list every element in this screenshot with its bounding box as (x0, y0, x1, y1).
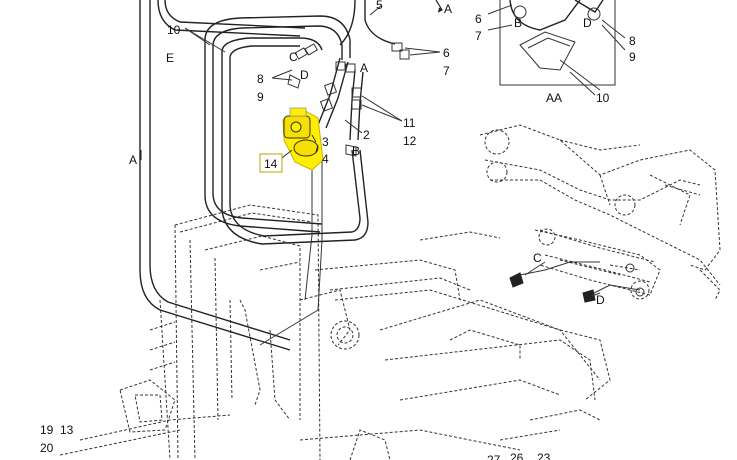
callout-labels: 10 5 A 6 7 B D 8 9 AA 10 E C D A 6 7 8 9… (40, 0, 636, 460)
label-3: 3 (322, 135, 329, 149)
label-d-lower: D (596, 293, 605, 307)
label-9: 9 (257, 90, 264, 104)
label-20: 20 (40, 441, 54, 455)
label-12: 12 (403, 134, 417, 148)
boom-arm (479, 124, 721, 301)
highlighted-motor-component[interactable] (282, 107, 324, 171)
label-d: D (300, 68, 309, 82)
label-27: 27 (487, 453, 501, 460)
label-c-lower: C (533, 251, 542, 265)
machine-frame (59, 204, 611, 460)
label-2: 2 (363, 128, 370, 142)
leader-lines (184, 4, 626, 297)
label-d-detail: D (583, 16, 592, 30)
label-aa: AA (546, 91, 562, 105)
label-4: 4 (322, 152, 329, 166)
label-14: 14 (264, 157, 278, 171)
label-8: 8 (257, 72, 264, 86)
label-6: 6 (443, 46, 450, 60)
hose-fittings (287, 42, 645, 303)
label-c: C (289, 50, 298, 64)
label-a-fitting: A (360, 61, 368, 75)
label-8-right: 8 (629, 34, 636, 48)
label-a-left: A (129, 153, 137, 167)
label-9-right: 9 (629, 50, 636, 64)
label-5: 5 (376, 0, 383, 12)
label-6-right: 6 (475, 12, 482, 26)
label-b-detail: B (514, 16, 522, 30)
label-a-direction: A (444, 2, 452, 16)
item-14-box (259, 153, 283, 173)
label-b: B (352, 144, 360, 158)
detail-view-aa (499, 0, 616, 91)
label-11: 11 (403, 116, 416, 130)
hydraulic-hoses (139, 0, 641, 351)
label-13: 13 (60, 423, 74, 437)
label-10-detail: 10 (596, 91, 610, 105)
label-19: 19 (40, 423, 54, 437)
label-7: 7 (443, 64, 450, 78)
label-26: 26 (510, 451, 524, 460)
label-23: 23 (537, 451, 551, 460)
direction-arrows (140, 0, 443, 160)
label-e: E (166, 51, 174, 65)
label-7-right: 7 (475, 29, 482, 43)
label-10-top: 10 (167, 23, 181, 37)
